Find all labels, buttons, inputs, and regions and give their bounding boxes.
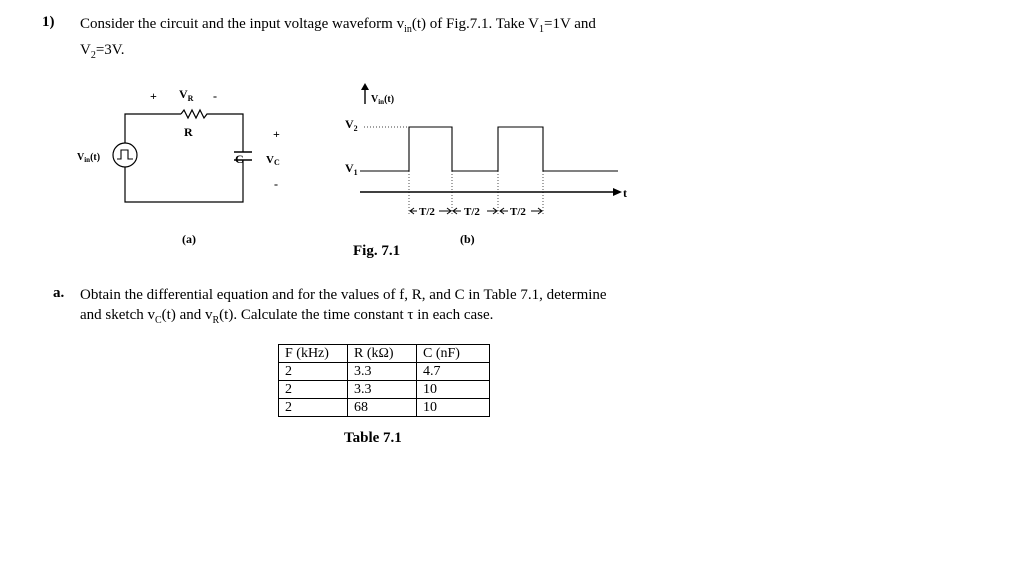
r-label: R: [184, 125, 193, 139]
table-row: 2 68 10: [278, 398, 490, 417]
pulse-source-icon: [112, 142, 138, 168]
plus-vr: +: [150, 89, 157, 103]
table-header-cell: F (kHz): [278, 344, 348, 363]
table-cell: 2: [278, 362, 348, 381]
minus-vr: -: [213, 89, 217, 103]
dim-label-1: T/2: [419, 206, 435, 218]
vr-label: VR: [179, 87, 194, 103]
table-cell: 3.3: [347, 380, 417, 399]
figure-caption: Fig. 7.1: [353, 243, 401, 259]
period-dimension-arrows: [409, 207, 543, 215]
part-a-label: a.: [53, 285, 65, 301]
vin-label: Vin(t): [77, 152, 100, 164]
table-header-cell: R (kΩ): [347, 344, 417, 363]
circuit-caption: (a): [182, 232, 196, 246]
table-row: 2 3.3 4.7: [278, 362, 490, 381]
table-row: 2 3.3 10: [278, 380, 490, 399]
table-header-row: F (kHz) R (kΩ) C (nF): [278, 344, 490, 363]
square-wave-signal: [360, 126, 618, 172]
table-cell: 68: [347, 398, 417, 417]
plus-vc: +: [273, 127, 280, 141]
table-cell: 2: [278, 380, 348, 399]
minus-vc: -: [274, 177, 278, 191]
vc-label: VC: [266, 154, 280, 167]
v1-label: V1: [345, 161, 358, 177]
table-cell: 10: [416, 398, 490, 417]
dim-label-2: T/2: [464, 206, 480, 218]
table-cell: 2: [278, 398, 348, 417]
part-a-text: Obtain the differential equation and for…: [80, 287, 607, 326]
v2-label: V2: [345, 117, 358, 133]
t-axis-label: t: [623, 186, 627, 200]
waveform-caption: (b): [460, 232, 475, 246]
wire-top-left: [124, 113, 181, 155]
table-header-cell: C (nF): [416, 344, 490, 363]
waveform-vin-label: Vin(t): [371, 94, 394, 106]
resistor-symbol: [180, 108, 209, 120]
wire-top-right: [209, 113, 244, 152]
input-waveform-diagram: Vin(t) t V2 V1 T/2 T/2 T/2 (b): [345, 83, 627, 246]
table-caption: Table 7.1: [344, 430, 402, 446]
c-label: C: [235, 152, 244, 166]
dim-label-3: T/2: [510, 206, 526, 218]
question-text: Consider the circuit and the input volta…: [80, 16, 596, 61]
parameter-table: F (kHz) R (kΩ) C (nF) 2 3.3 4.7 2 3.3 10…: [278, 344, 490, 417]
table-cell: 3.3: [347, 362, 417, 381]
table-cell: 10: [416, 380, 490, 399]
question-number: 1): [42, 14, 55, 30]
table-cell: 4.7: [416, 362, 490, 381]
wire-bottom: [124, 160, 244, 203]
rc-circuit-diagram: + VR - R Vin(t) C + VC - (a): [77, 87, 280, 246]
